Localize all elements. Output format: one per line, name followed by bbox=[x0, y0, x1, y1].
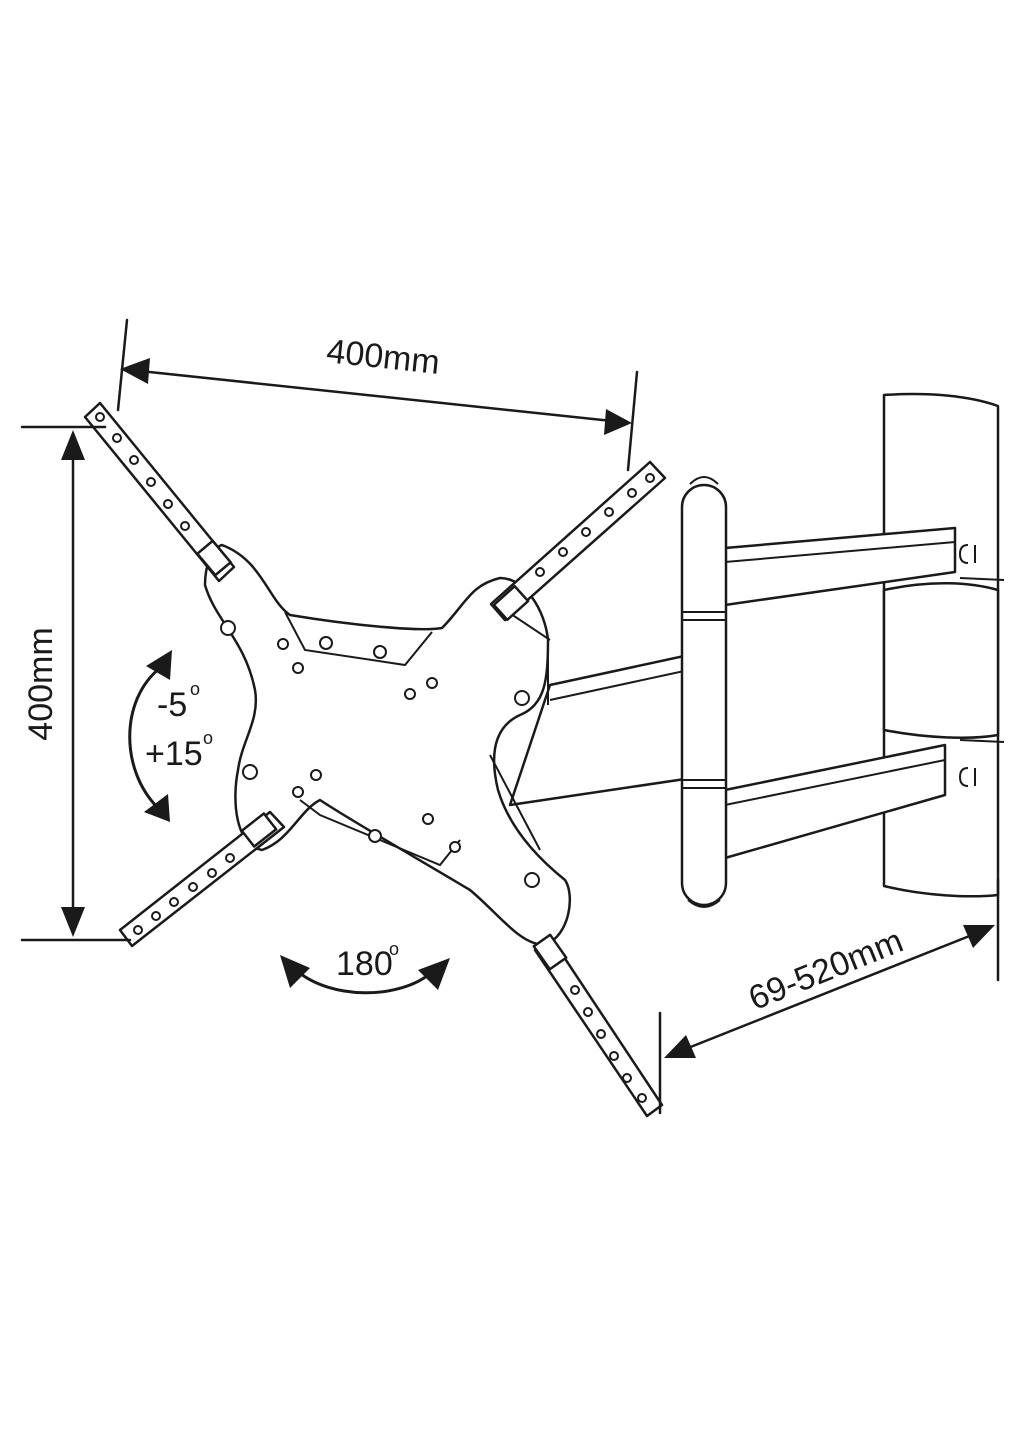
bracket-top-left bbox=[83, 401, 236, 583]
articulating-arms bbox=[508, 526, 957, 860]
wall-plate bbox=[882, 392, 1005, 898]
tilt-down-degree: o bbox=[190, 679, 200, 699]
height-dimension-label: 400mm bbox=[22, 627, 60, 740]
bracket-bottom-left bbox=[118, 810, 286, 948]
vesa-plate bbox=[203, 543, 572, 947]
width-dimension-label: 400mm bbox=[325, 332, 442, 382]
tilt-up-degree: o bbox=[203, 728, 213, 748]
tilt-up-label: +15 bbox=[145, 735, 203, 773]
height-dimension: 400mm bbox=[20, 425, 132, 942]
swivel-indicator: 180 o bbox=[280, 939, 450, 995]
bracket-top-right bbox=[489, 460, 667, 622]
width-dimension: 400mm bbox=[116, 318, 639, 472]
swivel-label: 180 bbox=[336, 945, 393, 983]
extension-dimension: 69-520mm bbox=[658, 878, 1000, 1115]
pivot-post bbox=[680, 476, 728, 908]
tilt-indicator: -5 o +15 o bbox=[128, 650, 213, 822]
swivel-degree: o bbox=[389, 939, 399, 959]
tilt-down-label: -5 bbox=[157, 686, 187, 724]
bracket-bottom-right bbox=[532, 933, 664, 1118]
